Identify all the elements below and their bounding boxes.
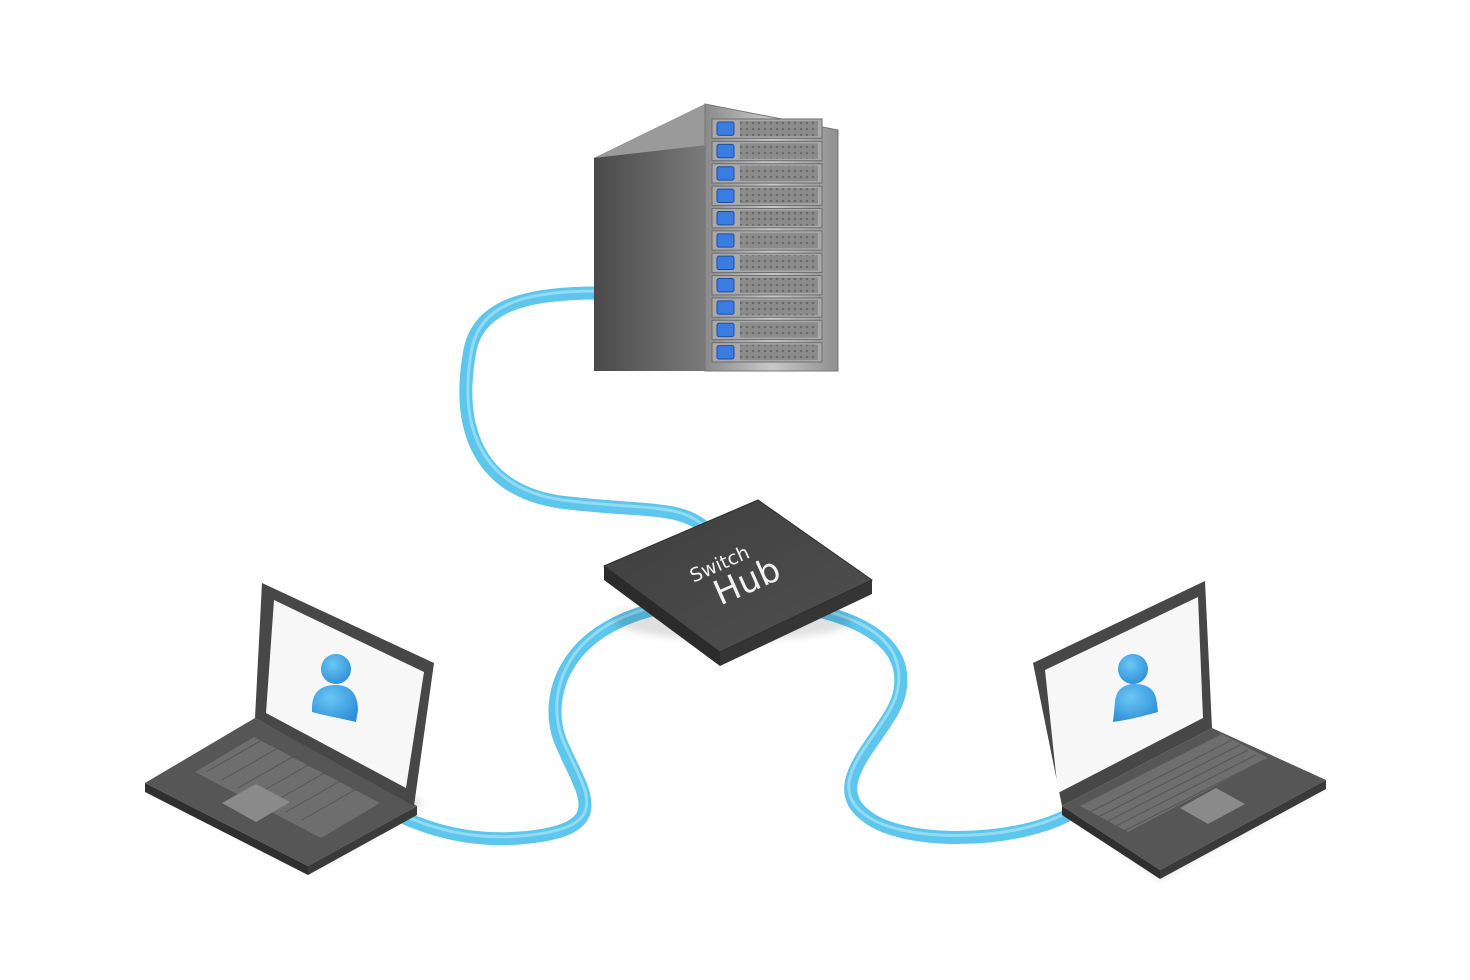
user-icon: [312, 654, 358, 722]
drive-led-icon: [716, 210, 735, 226]
cable-hub-laptop-right: [798, 601, 1075, 844]
drive-led-icon: [716, 188, 735, 203]
drive-led-icon: [716, 166, 735, 181]
server-drive-bay: [711, 319, 823, 341]
drive-led-icon: [716, 278, 735, 293]
server-drive-bay: [711, 163, 823, 184]
server-drive-bay: [711, 297, 823, 318]
laptop-left: [145, 583, 434, 875]
server-drive-bays: [711, 118, 823, 363]
drive-led-icon: [716, 121, 735, 136]
server-rack-icon: [594, 103, 839, 372]
server-drive-bay: [711, 342, 823, 363]
laptop-icon: [1033, 581, 1326, 880]
cable-server-hub: [459, 286, 712, 535]
server-drive-bay: [711, 140, 823, 162]
server-drive-bay: [711, 252, 823, 274]
server-drive-bay: [711, 185, 823, 206]
laptop-right: [1033, 581, 1326, 880]
cable-hub-laptop-left: [391, 601, 667, 846]
drive-led-icon: [716, 345, 735, 360]
drive-led-icon: [716, 143, 735, 159]
laptop-icon: [145, 583, 434, 875]
drive-led-icon: [716, 255, 735, 271]
user-icon: [1113, 654, 1158, 722]
server-drive-bay: [711, 230, 823, 251]
drive-led-icon: [716, 300, 735, 315]
server-drive-bay: [711, 275, 823, 296]
server-drive-bay: [711, 118, 823, 139]
switch-hub-icon: Switch Hub: [603, 499, 873, 666]
drive-led-icon: [716, 233, 735, 248]
server-drive-bay: [711, 207, 823, 229]
drive-led-icon: [716, 322, 735, 338]
